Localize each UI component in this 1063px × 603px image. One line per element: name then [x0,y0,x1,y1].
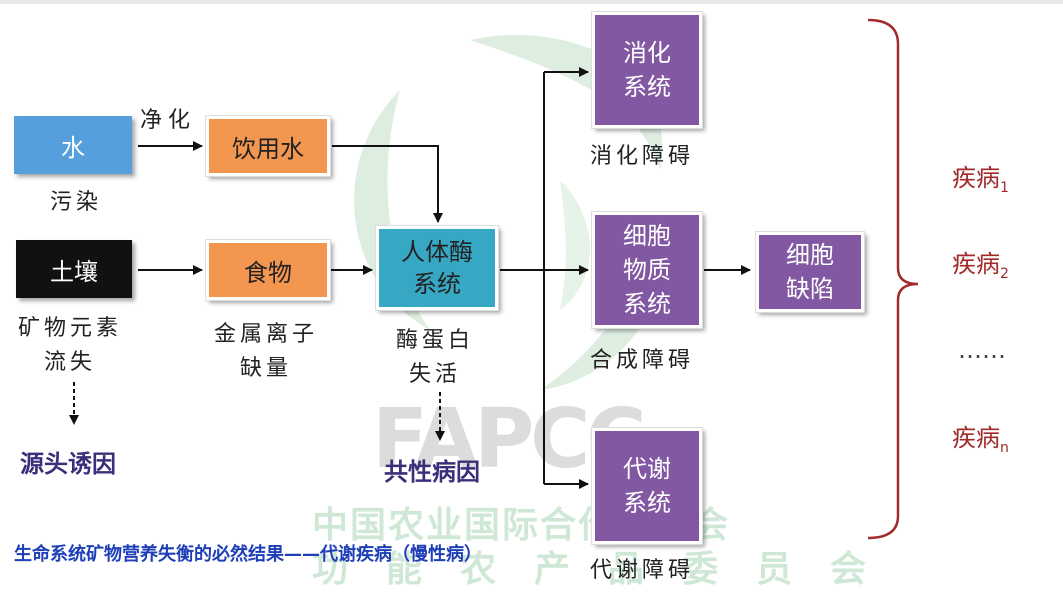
mineral-loss-label: 矿物元素 流失 [18,312,122,380]
soil-box: 土壤 [16,240,132,298]
metabolic-system-box: 代谢 系统 [591,427,703,545]
disease-brace [867,18,919,540]
water-label: 水 [61,133,85,162]
food-box: 食物 [205,239,331,301]
disease-ellipsis: …… [958,336,1006,364]
water-box: 水 [14,116,132,174]
enzyme-inactive-label: 酶蛋白 失活 [396,324,474,392]
metabolic-line1: 代谢 [623,455,671,483]
source-cause-label: 源头诱因 [20,450,116,478]
top-border [0,0,1063,4]
disease-1: 疾病1 [952,164,1009,196]
cell-material-line2: 物质 [623,256,671,284]
metabolic-disorder-label: 代谢障碍 [590,558,695,583]
enzyme-inactive-line1: 酶蛋白 [396,328,475,353]
enzyme-system-line2: 系统 [413,270,461,298]
enzyme-system-box: 人体酶 系统 [375,225,499,311]
pollution-label: 污染 [50,190,103,215]
cell-defect-box: 细胞 缺陷 [755,231,865,313]
digestive-system-box: 消化 系统 [591,11,703,129]
drinking-water-box: 饮用水 [205,115,331,177]
metabolic-line2: 系统 [623,489,671,517]
drinking-water-label: 饮用水 [232,134,304,163]
synthesis-disorder-label: 合成障碍 [590,348,695,373]
footer-caption: 生命系统矿物营养失衡的必然结果——代谢疾病（慢性病） [14,544,482,565]
cell-defect-line1: 细胞 [786,241,834,269]
food-label: 食物 [244,258,292,287]
disease-n: 疾病n [952,424,1009,456]
mineral-loss-line1: 矿物元素 [18,316,123,341]
digestive-line2: 系统 [623,73,671,101]
disease-2: 疾病2 [952,250,1009,282]
digestive-disorder-label: 消化障碍 [590,144,695,169]
cell-material-line1: 细胞 [623,222,671,250]
cell-material-system-box: 细胞 物质 系统 [591,211,703,329]
common-cause-label: 共性病因 [384,458,480,486]
enzyme-inactive-line2: 失活 [409,362,462,387]
enzyme-system-line1: 人体酶 [401,238,473,266]
metal-deficiency-label: 金属离子 缺量 [214,318,318,386]
metal-deficiency-line1: 金属离子 [214,322,319,347]
cell-defect-line2: 缺陷 [786,275,834,303]
soil-label: 土壤 [50,257,98,286]
purify-label: 净化 [140,108,197,133]
digestive-line1: 消化 [623,39,671,67]
arrow-drinking-to-enzyme [332,145,443,223]
metal-deficiency-line2: 缺量 [240,356,293,381]
mineral-loss-line2: 流失 [44,350,97,375]
cell-material-line3: 系统 [623,290,671,318]
